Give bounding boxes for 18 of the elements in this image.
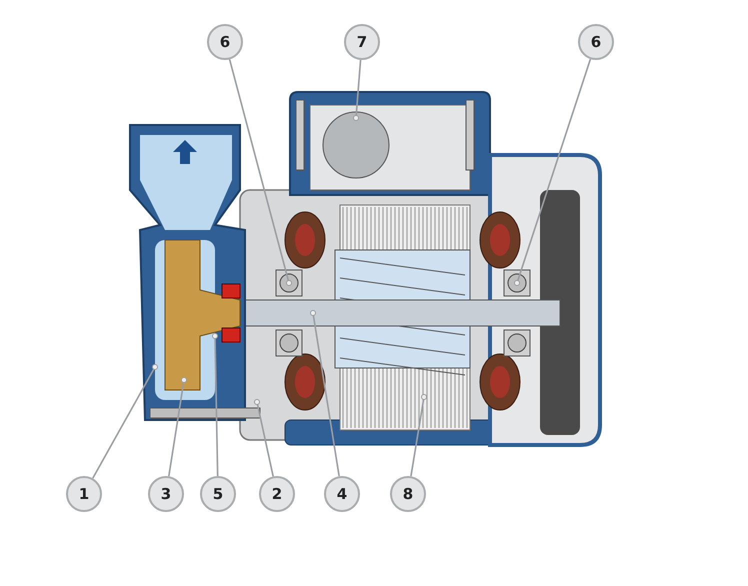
callout-number: 6	[207, 24, 243, 60]
leader-line	[353, 60, 362, 121]
leader-line	[410, 394, 427, 476]
leader-line	[168, 377, 187, 476]
callout-number: 5	[200, 476, 236, 512]
leader-line	[254, 399, 274, 477]
callout-number: 3	[148, 476, 184, 512]
callout-number: 7	[344, 24, 380, 60]
callout-number: 6	[578, 24, 614, 60]
leader-line	[212, 333, 218, 476]
leader-line	[92, 364, 158, 479]
leader-line	[514, 58, 592, 286]
leader-line	[310, 310, 340, 476]
callout-number: 1	[66, 476, 102, 512]
callout-number: 4	[324, 476, 360, 512]
leader-line	[228, 59, 292, 286]
callout-number: 8	[390, 476, 426, 512]
callout-number: 2	[259, 476, 295, 512]
